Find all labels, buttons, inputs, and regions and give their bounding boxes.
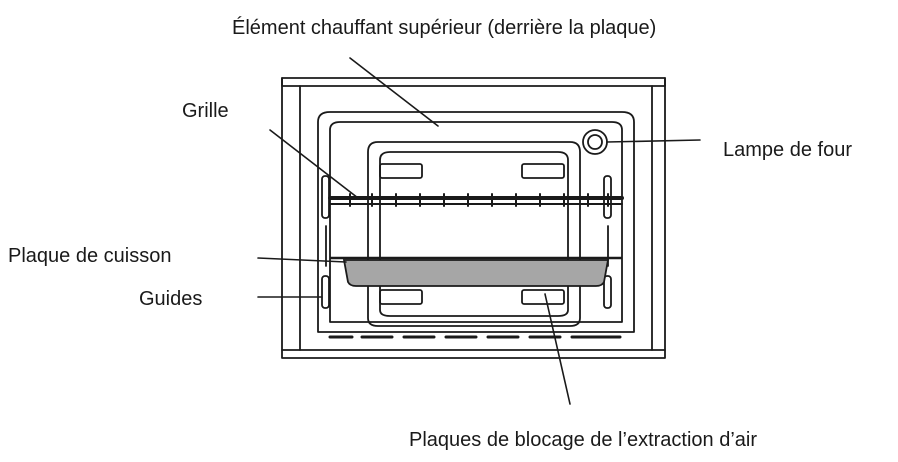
leader-air-plates <box>544 293 571 405</box>
air-block-plate-bottom-left <box>379 289 423 305</box>
oven-cavity <box>317 111 635 333</box>
oven-lamp <box>582 129 608 155</box>
leader-lamp <box>606 139 701 143</box>
oven-outer-frame <box>281 77 666 359</box>
air-block-plate-top-left <box>379 163 423 179</box>
baking-tray <box>330 256 622 287</box>
air-block-plate-bottom-right <box>521 289 565 305</box>
label-guides: Guides <box>139 288 203 310</box>
air-block-plate-top-right <box>521 163 565 179</box>
leader-rack <box>269 129 359 199</box>
label-air-blocking-plates: Plaques de blocage de l’extraction d’air <box>409 429 757 451</box>
leader-top-element <box>349 57 439 127</box>
leader-baking-tray <box>257 257 347 263</box>
label-rack: Grille <box>182 100 229 122</box>
oven-rack <box>328 193 624 207</box>
label-baking-tray: Plaque de cuisson <box>8 245 172 267</box>
guide-left-lower <box>321 275 330 309</box>
oven-top-lip <box>281 77 666 87</box>
back-plate <box>367 141 581 327</box>
label-top-heating-element: Élément chauffant supérieur (derrière la… <box>232 17 657 39</box>
label-oven-lamp: Lampe de four <box>723 139 852 161</box>
guide-right-lower <box>603 275 612 309</box>
guide-left-upper <box>321 175 330 219</box>
